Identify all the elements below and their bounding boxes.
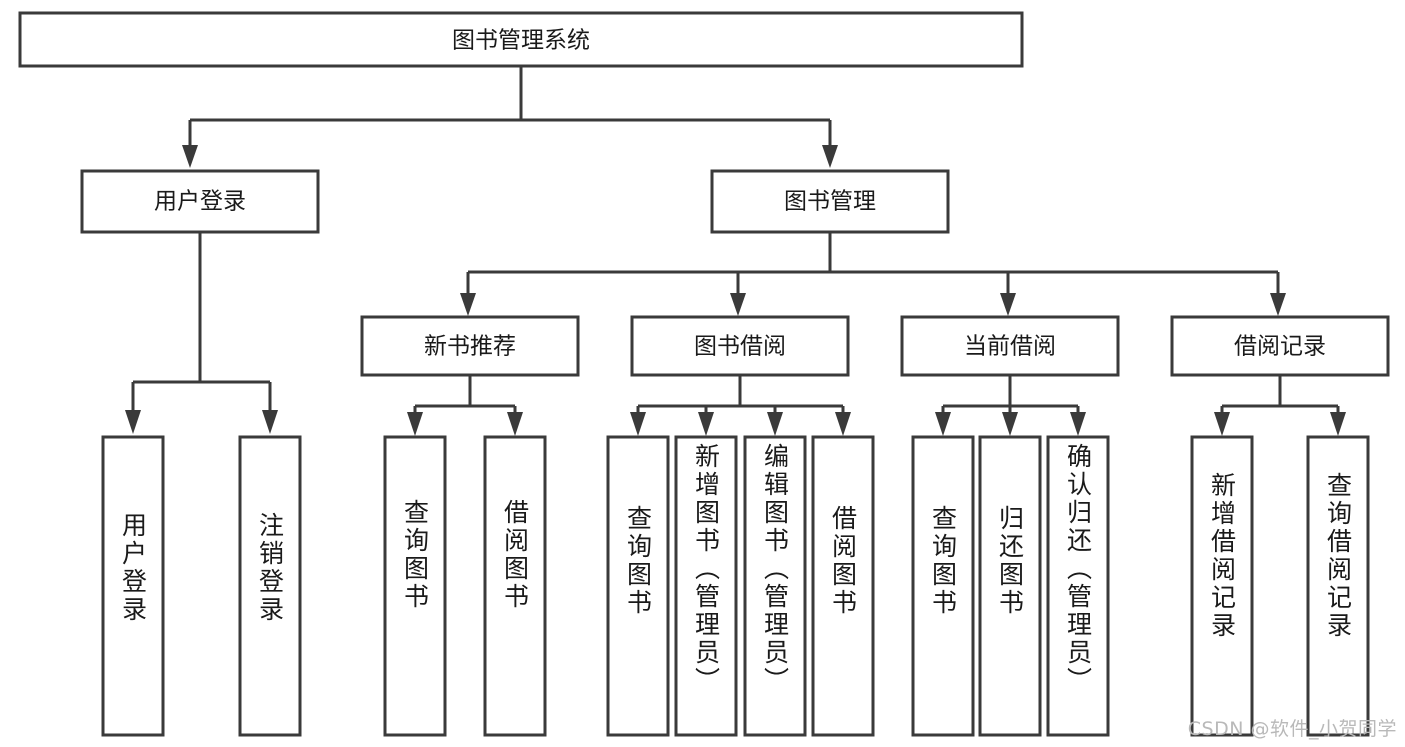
arrow-head-leaf-borrow-book-2 bbox=[835, 412, 851, 436]
leaf-box-confirm-return[interactable] bbox=[1046, 435, 1110, 737]
leaf-box-add-book[interactable] bbox=[674, 435, 738, 737]
arrow-head-current-borrow bbox=[1000, 293, 1016, 316]
arrow-head-borrow-records bbox=[1270, 293, 1286, 316]
leaf-box-borrow-book-2[interactable] bbox=[811, 435, 875, 737]
node-current-borrow-box[interactable] bbox=[900, 315, 1120, 377]
arrow-head-newbook-rec bbox=[460, 293, 476, 316]
node-current-borrow-label: 当前借阅 bbox=[964, 334, 1056, 360]
connector-borrowrecords-to-leaves bbox=[1214, 375, 1346, 436]
leaf-box-user-login[interactable] bbox=[101, 435, 165, 737]
arrow-head-leaf-logout bbox=[262, 410, 278, 434]
node-book-borrow-label: 图书借阅 bbox=[694, 334, 786, 360]
arrow-head-leaf-borrow-book-1 bbox=[507, 412, 523, 436]
connector-bookborrow-to-leaves bbox=[630, 375, 851, 436]
node-book-management-box[interactable] bbox=[710, 169, 950, 234]
arrow-head-leaf-query-book-3 bbox=[935, 412, 951, 436]
connector-bookmgmt-to-level3 bbox=[460, 232, 1286, 316]
connector-newbookrec-to-leaves bbox=[407, 375, 523, 436]
node-user-login-box[interactable] bbox=[80, 169, 320, 234]
leaf-box-edit-book[interactable] bbox=[743, 435, 807, 737]
connector-userlogin-to-leaves bbox=[125, 232, 278, 434]
leaf-box-add-borrow-record[interactable] bbox=[1190, 435, 1254, 737]
node-user-login-label: 用户登录 bbox=[154, 189, 246, 215]
connector-currentborrow-to-leaves bbox=[935, 375, 1086, 436]
arrow-head-leaf-user-login bbox=[125, 410, 141, 434]
leaf-box-query-borrow-record[interactable] bbox=[1306, 435, 1370, 737]
arrow-head-leaf-query-book-1 bbox=[407, 412, 423, 436]
node-borrow-records-label: 借阅记录 bbox=[1234, 334, 1326, 360]
arrow-head-leaf-add-record bbox=[1214, 412, 1230, 436]
node-book-borrow-box[interactable] bbox=[630, 315, 850, 377]
node-root-label: 图书管理系统 bbox=[452, 28, 590, 54]
arrow-head-book-mgmt bbox=[822, 145, 838, 168]
arrow-head-leaf-query-record bbox=[1330, 412, 1346, 436]
node-book-management-label: 图书管理 bbox=[784, 189, 876, 215]
leaf-box-query-book-2[interactable] bbox=[606, 435, 670, 737]
leaf-box-return-book[interactable] bbox=[978, 435, 1042, 737]
node-new-book-recommend-label: 新书推荐 bbox=[424, 334, 516, 360]
arrow-head-leaf-add-book bbox=[698, 412, 714, 436]
arrow-head-leaf-return-book bbox=[1002, 412, 1018, 436]
arrow-head-book-borrow bbox=[730, 293, 746, 316]
node-new-book-recommend-box[interactable] bbox=[360, 315, 580, 377]
leaf-box-query-book-1[interactable] bbox=[383, 435, 447, 737]
watermark-text: CSDN @软件_小贺同学 bbox=[1187, 718, 1397, 740]
connector-root-to-level2 bbox=[182, 66, 838, 168]
leaf-box-query-book-3[interactable] bbox=[911, 435, 975, 737]
leaf-box-borrow-book-1[interactable] bbox=[483, 435, 547, 737]
arrow-head-leaf-edit-book bbox=[767, 412, 783, 436]
arrow-head-user-login bbox=[182, 145, 198, 168]
leaf-box-logout[interactable] bbox=[238, 435, 302, 737]
node-borrow-records-box[interactable] bbox=[1170, 315, 1390, 377]
arrow-head-leaf-confirm-return bbox=[1070, 412, 1086, 436]
node-root-box[interactable] bbox=[18, 11, 1024, 68]
arrow-head-leaf-query-book-2 bbox=[630, 412, 646, 436]
